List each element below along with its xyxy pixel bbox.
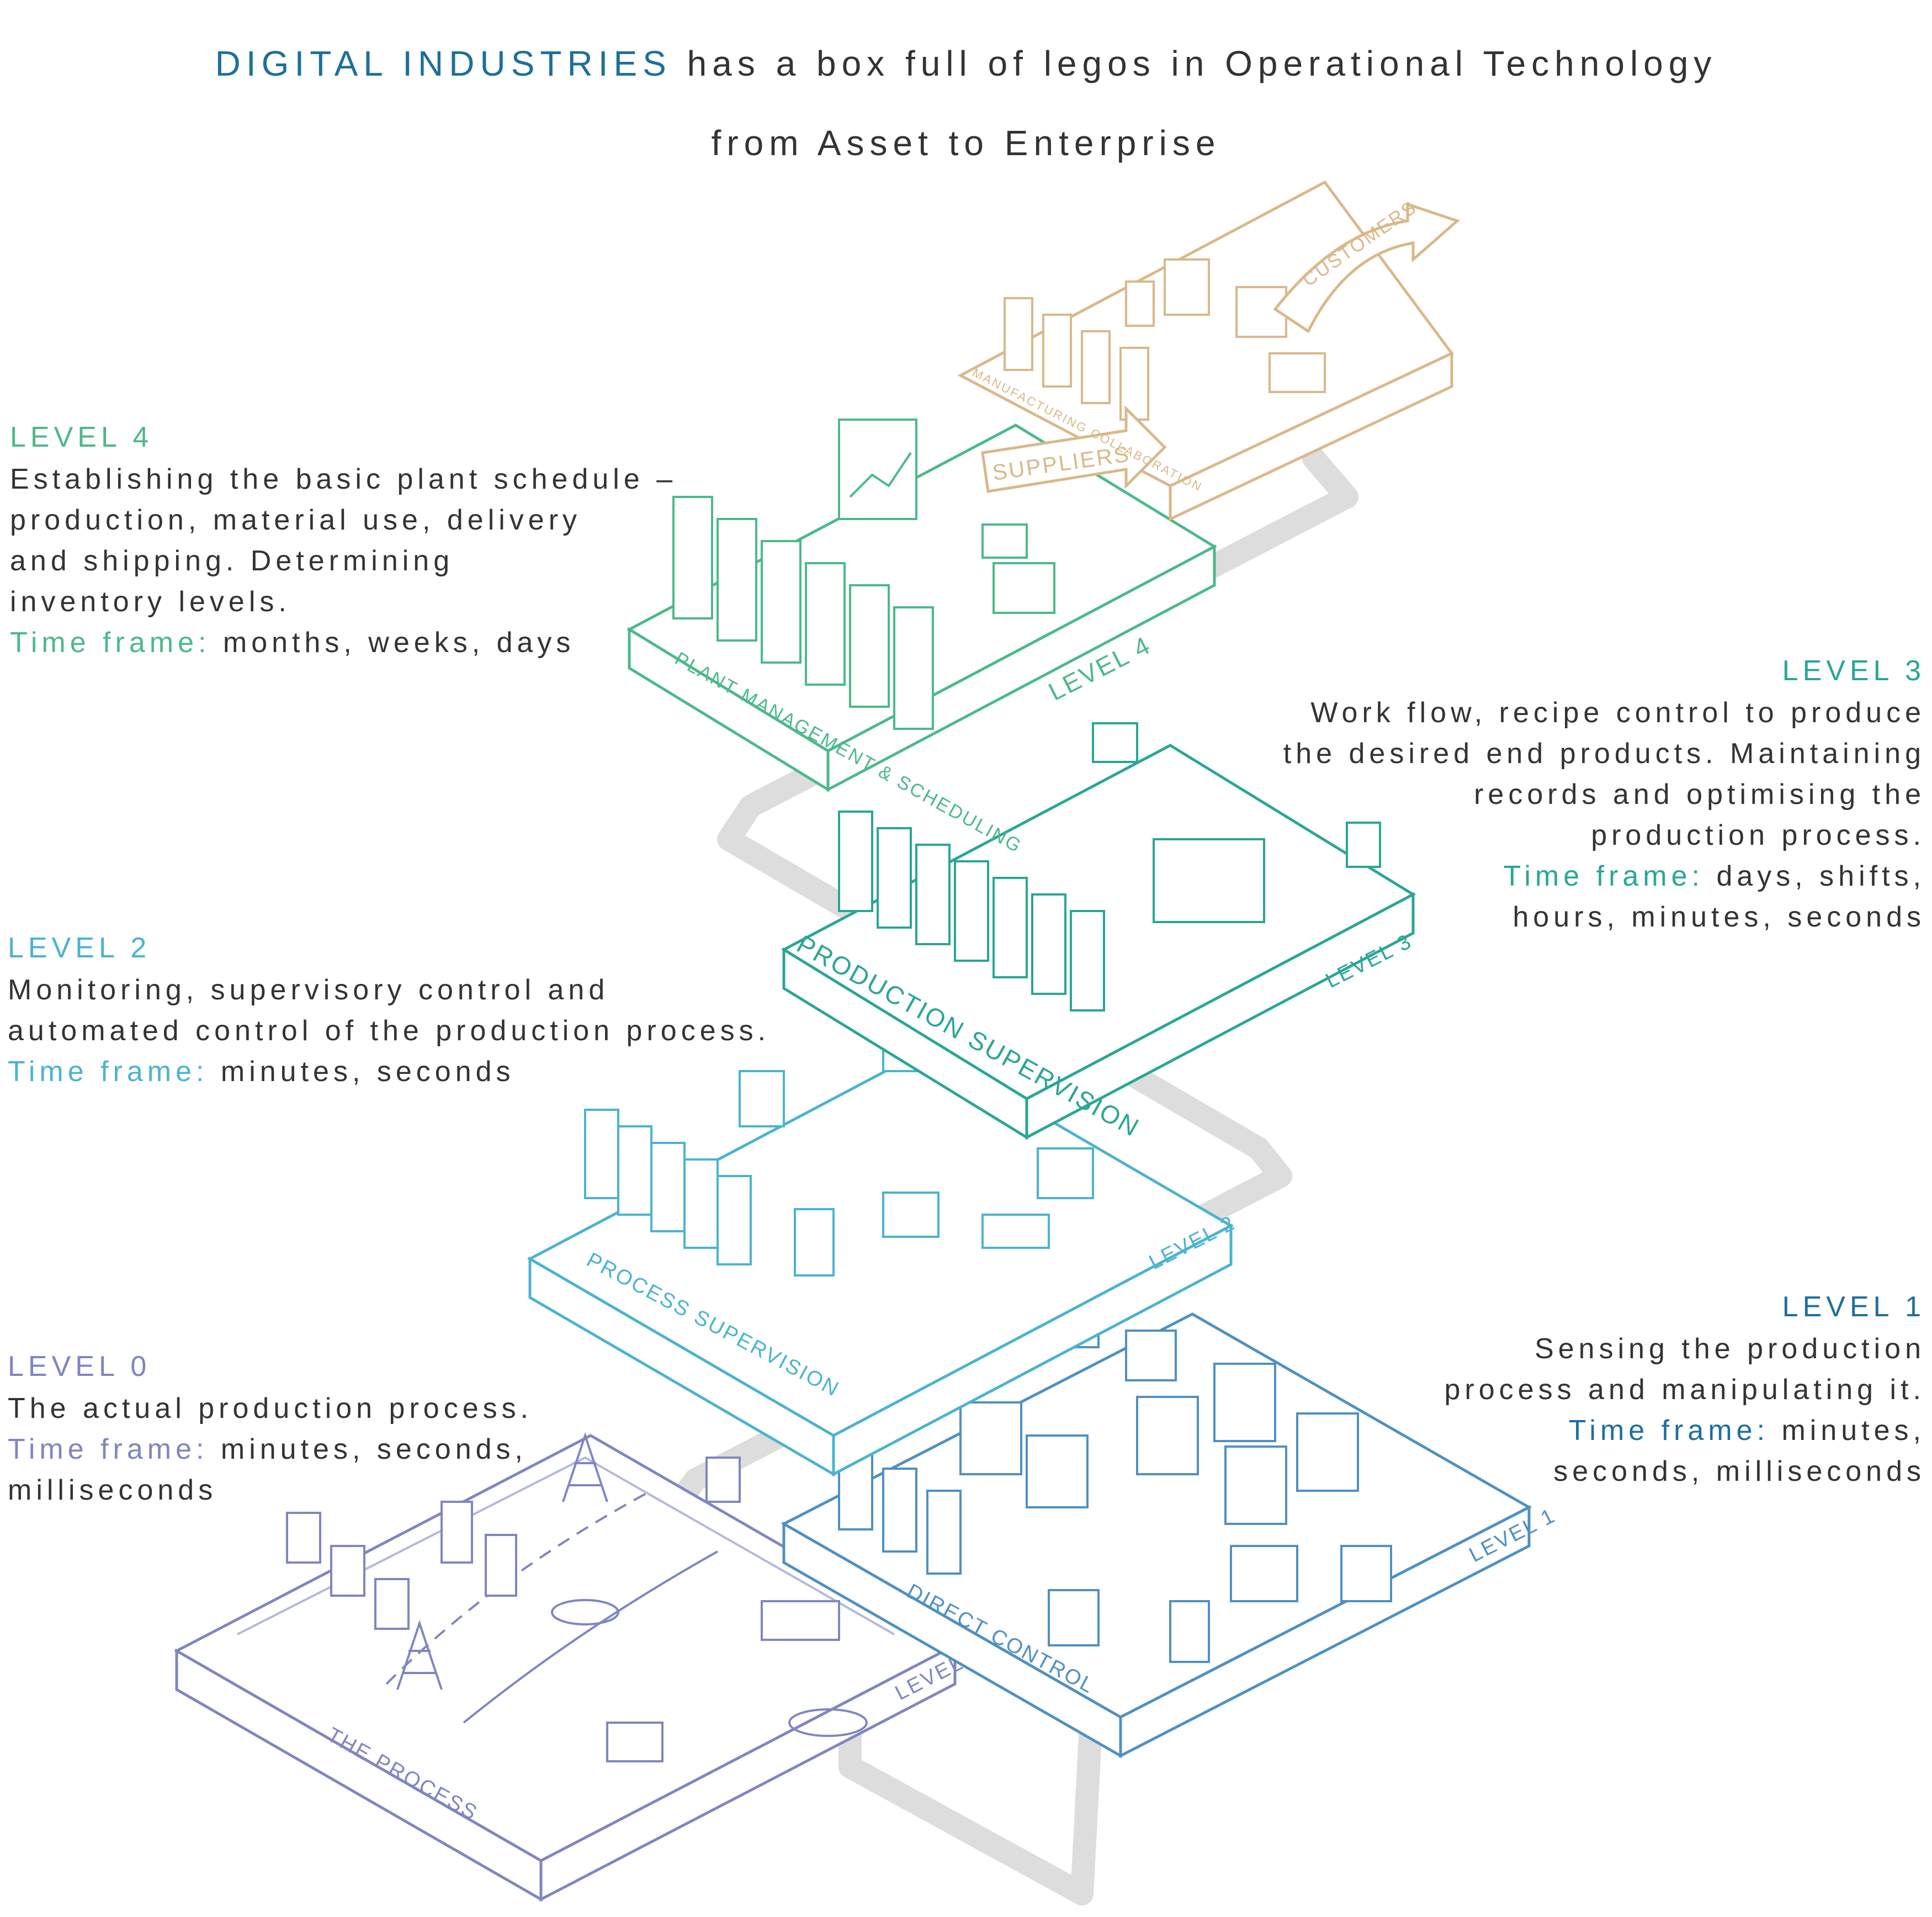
level1-timeframe-value-2: seconds, milliseconds: [1553, 1455, 1925, 1487]
level3-description: LEVEL 3 Work flow, recipe control to pro…: [1263, 650, 1925, 938]
level4-text: Establishing the basic plant schedule – …: [10, 463, 677, 618]
level4-timeframe-value: months, weeks, days: [222, 627, 575, 659]
customers-arrow: [1273, 202, 1460, 333]
level3-text: Work flow, recipe control to produce the…: [1283, 697, 1925, 851]
level2-text: Monitoring, supervisory control and auto…: [8, 974, 771, 1047]
title-highlight: DIGITAL INDUSTRIES: [215, 44, 672, 83]
level2-description: LEVEL 2 Monitoring, supervisory control …: [8, 928, 836, 1092]
level1-timeframe-value: minutes,: [1781, 1415, 1925, 1447]
level2-timeframe-value: minutes, seconds: [220, 1056, 515, 1088]
title-rest: has a box full of legos in Operational T…: [687, 44, 1717, 83]
platform-level2: PROCESS SUPERVISION LEVEL 2: [527, 1037, 1239, 1477]
level4-label: LEVEL 4: [10, 421, 153, 453]
level0-timeframe-value-2: milliseconds: [8, 1474, 217, 1506]
platform-level3: PRODUCTION SUPERVISION LEVEL 3: [781, 722, 1416, 1142]
level4-description: LEVEL 4 Establishing the basic plant sch…: [10, 417, 683, 663]
suppliers-arrow: [981, 405, 1167, 493]
level3-timeframe-value-2: hours, minutes, seconds: [1512, 901, 1925, 933]
platform-level1: DIRECT CONTROL LEVEL 1: [781, 1296, 1559, 1759]
level2-label: LEVEL 2: [8, 932, 151, 964]
platform-level0: THE PROCESS LEVEL 0: [173, 1432, 985, 1902]
level1-label: LEVEL 1: [1782, 1291, 1925, 1323]
page-title: DIGITAL INDUSTRIES has a box full of leg…: [0, 43, 1932, 84]
level3-timeframe-value: days, shifts,: [1716, 860, 1925, 892]
level0-text: The actual production process.: [8, 1392, 533, 1424]
level1-description: LEVEL 1 Sensing the production process a…: [1318, 1286, 1925, 1492]
level0-timeframe-label: Time frame:: [8, 1433, 209, 1465]
level1-timeframe-label: Time frame:: [1568, 1415, 1770, 1447]
platform-enterprise: SUPPLIERS CUSTOMERS MANUFACTURING COLLAB…: [957, 180, 1460, 521]
level1-text: Sensing the production process and manip…: [1444, 1333, 1925, 1406]
level3-timeframe-label: Time frame:: [1503, 860, 1704, 892]
level0-timeframe-value: minutes, seconds,: [220, 1433, 527, 1465]
level0-description: LEVEL 0 The actual production process. T…: [8, 1346, 615, 1511]
level4-timeframe-label: Time frame:: [10, 627, 211, 659]
level3-label: LEVEL 3: [1782, 655, 1925, 687]
level2-timeframe-label: Time frame:: [8, 1056, 209, 1088]
page-subtitle: from Asset to Enterprise: [711, 123, 1221, 163]
level0-label: LEVEL 0: [8, 1351, 151, 1383]
